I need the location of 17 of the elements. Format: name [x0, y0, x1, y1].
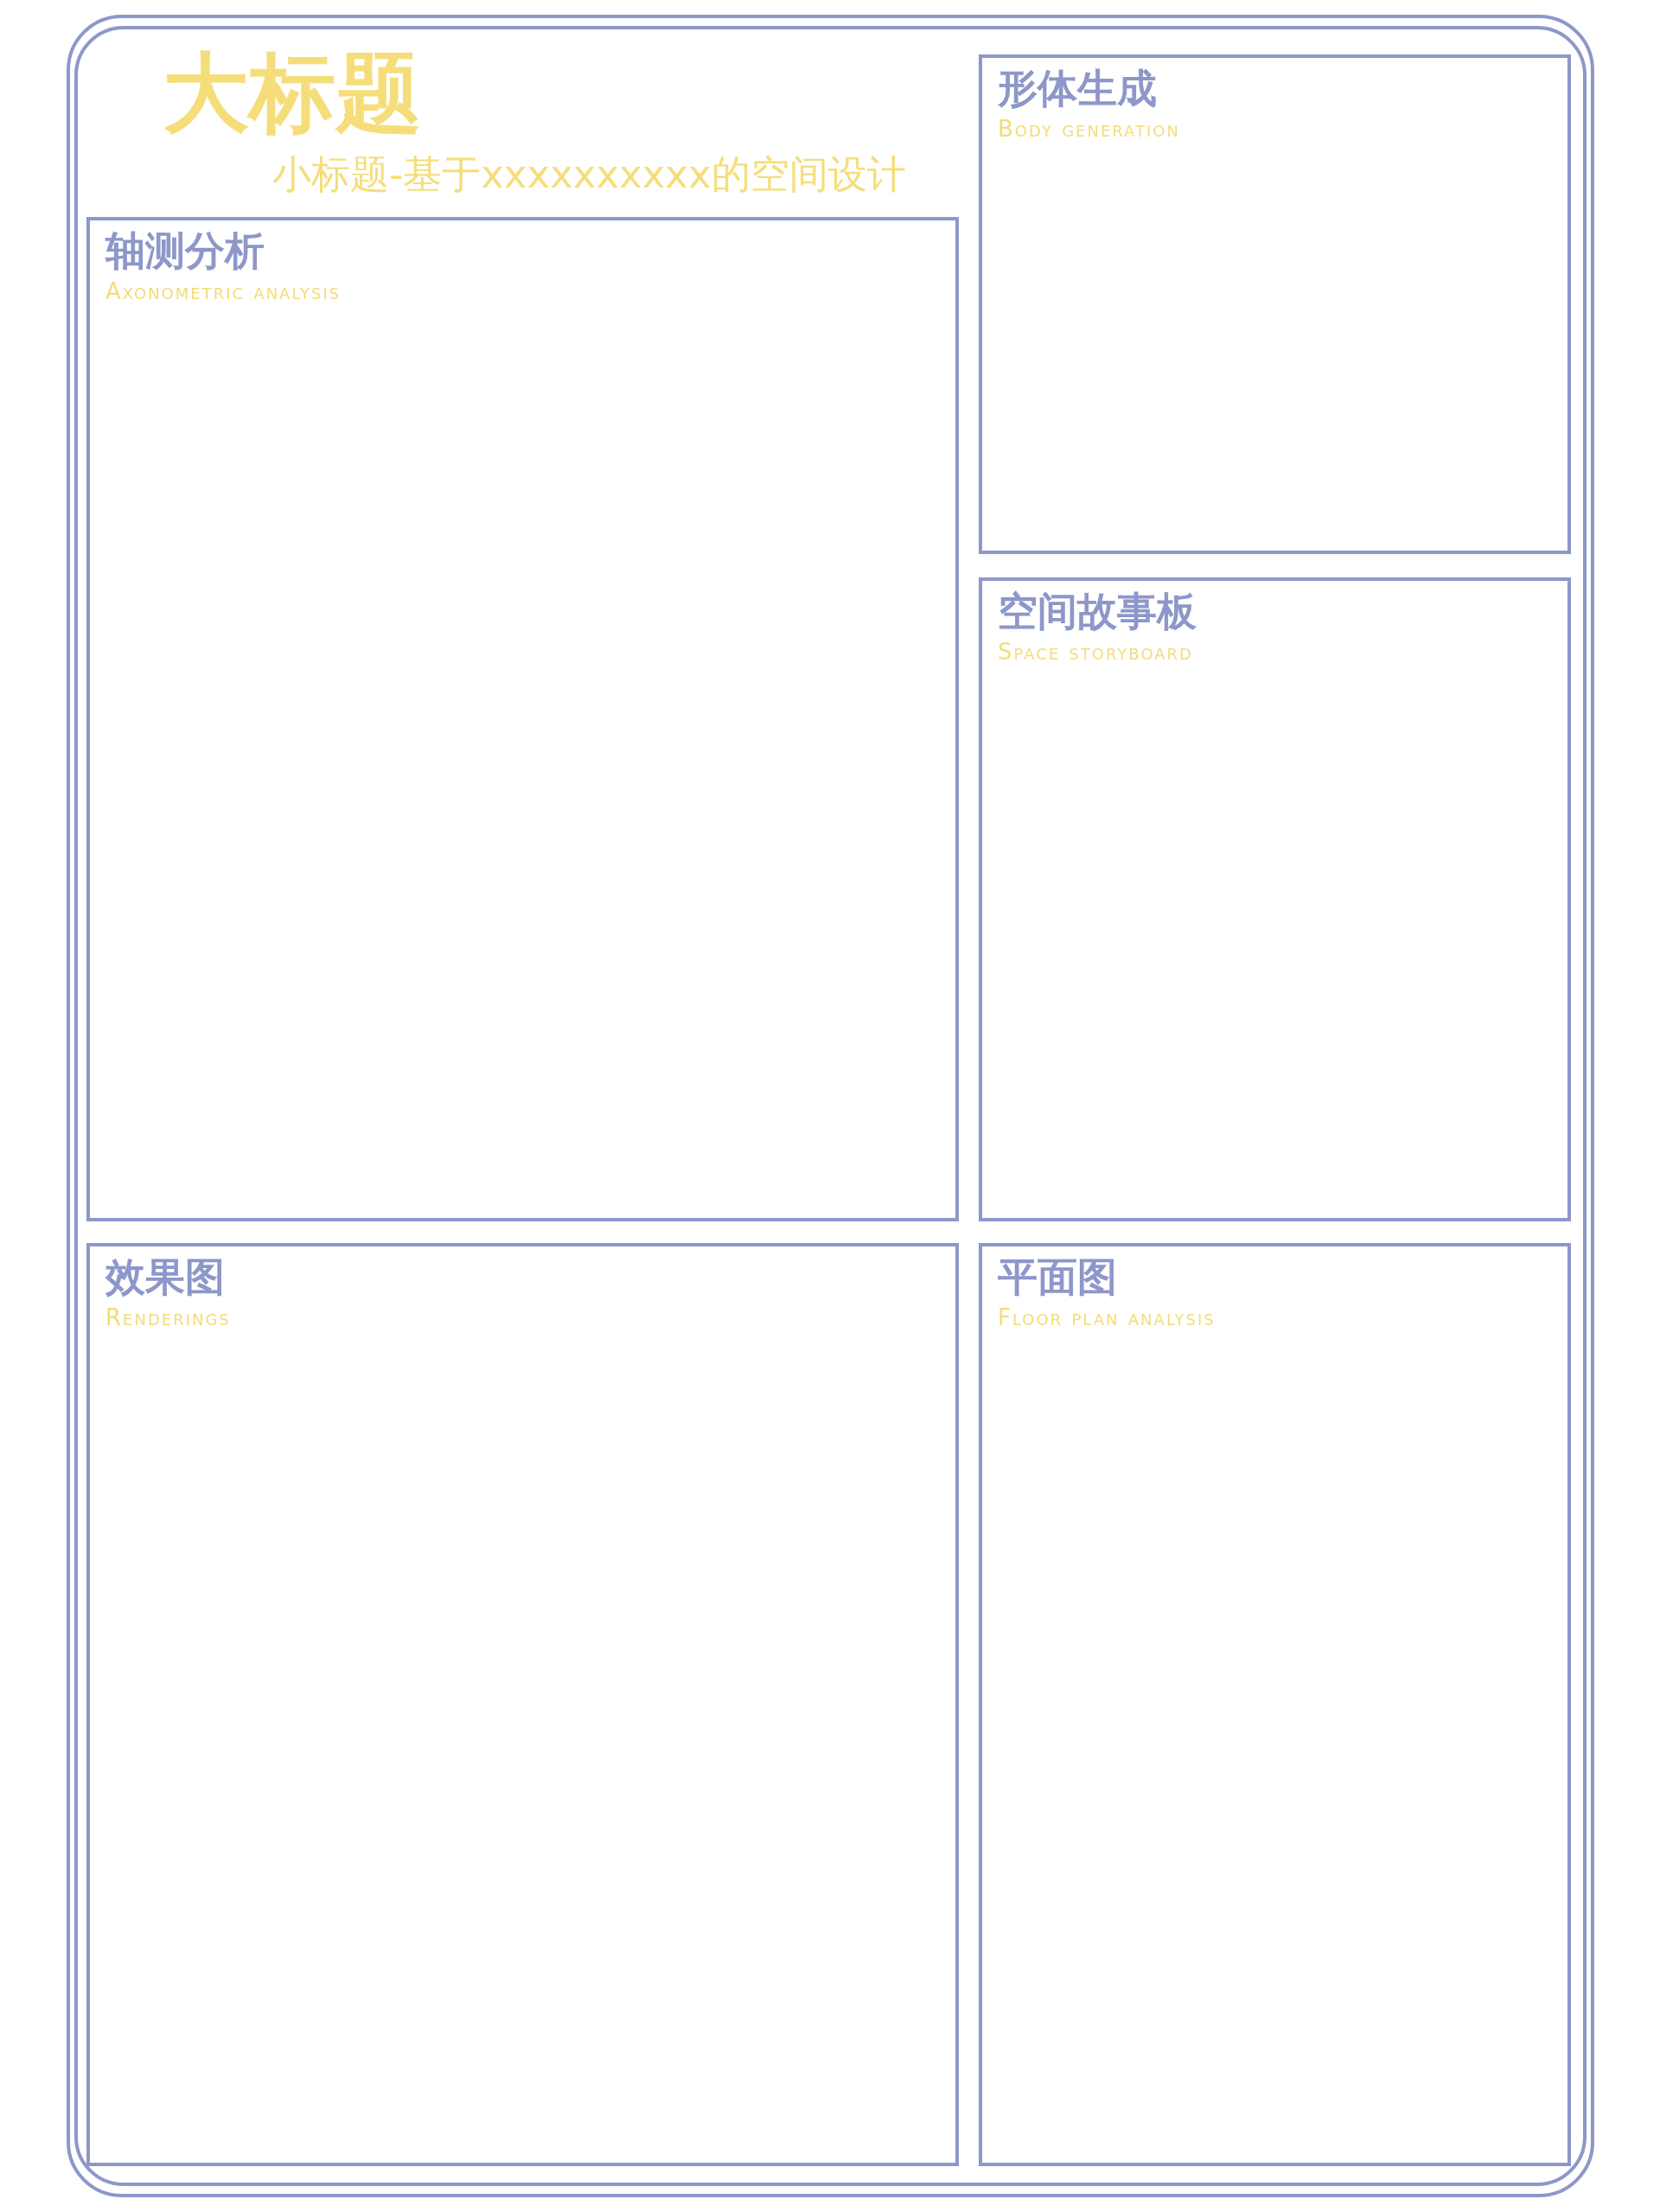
subtitle: 小标题-基于xxxxxxxxxx的空间设计: [272, 151, 906, 198]
main-title: 大标题: [163, 43, 422, 143]
section-heading: 空间故事板: [998, 588, 1197, 636]
section-panel: [86, 217, 959, 1221]
section-panel: [979, 577, 1571, 1221]
section-heading: 效果图: [105, 1253, 225, 1302]
section-heading: 轴测分析: [105, 227, 265, 276]
section-panel: [86, 1243, 959, 2166]
section-heading: 形体生成: [998, 65, 1157, 113]
section-subheading: Axonometric analysis: [105, 279, 342, 304]
section-panel: [979, 54, 1571, 554]
section-panel: [979, 1243, 1571, 2166]
section-subheading: Body generation: [998, 117, 1180, 142]
section-subheading: Renderings: [105, 1305, 231, 1330]
section-subheading: Floor plan analysis: [998, 1305, 1216, 1330]
section-heading: 平面图: [998, 1253, 1117, 1302]
section-subheading: Space storyboard: [998, 640, 1193, 665]
